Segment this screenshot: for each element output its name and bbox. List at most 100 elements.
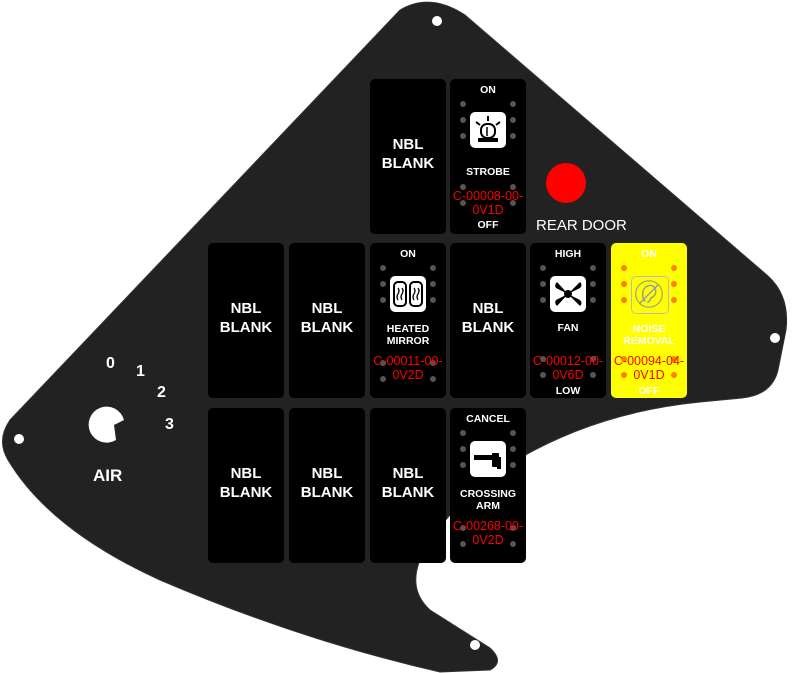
crossing-arm-icon bbox=[470, 441, 506, 477]
part-number: C-00008-00- 0V1D bbox=[452, 189, 524, 217]
led-indicator bbox=[621, 297, 627, 303]
switch-label: NBL BLANK bbox=[381, 136, 435, 172]
part-number: C-00012-00- 0V6D bbox=[532, 354, 604, 382]
switch-label: HEATED MIRROR bbox=[386, 323, 430, 347]
led-indicator bbox=[510, 117, 516, 123]
switch-strobe[interactable]: ON STROBE C-00008-00- 0V1D OFF bbox=[450, 79, 526, 234]
switch-nbl-blank[interactable]: NBL BLANK bbox=[289, 243, 365, 398]
switch-noise-removal[interactable]: ON NOISE REMOVAL C-00094-04- 0V1D OFF bbox=[611, 243, 687, 398]
led-indicator bbox=[540, 265, 546, 271]
led-indicator bbox=[621, 372, 627, 378]
air-knob[interactable] bbox=[88, 406, 124, 443]
switch-top-label: ON bbox=[400, 248, 416, 260]
led-indicator bbox=[460, 462, 466, 468]
led-indicator bbox=[380, 360, 386, 366]
switch-label: NBL BLANK bbox=[219, 465, 273, 501]
led-indicator bbox=[590, 297, 596, 303]
led-indicator bbox=[510, 184, 516, 190]
air-position-3: 3 bbox=[165, 416, 174, 433]
led-indicator bbox=[430, 281, 436, 287]
led-indicator bbox=[460, 117, 466, 123]
led-indicator bbox=[380, 297, 386, 303]
switch-label: NBL BLANK bbox=[300, 465, 354, 501]
led-indicator bbox=[671, 265, 677, 271]
switch-top-label: ON bbox=[641, 248, 657, 260]
mounting-hole bbox=[770, 333, 780, 343]
led-indicator bbox=[430, 360, 436, 366]
switch-label: CROSSING ARM bbox=[459, 488, 516, 512]
led-indicator bbox=[430, 265, 436, 271]
rear-door-button[interactable] bbox=[546, 163, 586, 203]
switch-label: NBL BLANK bbox=[219, 300, 273, 336]
led-indicator bbox=[380, 376, 386, 382]
switch-crossing-arm[interactable]: CANCEL CROSSING ARM C-00268-00- 0V2D bbox=[450, 408, 526, 563]
led-indicator bbox=[380, 265, 386, 271]
strobe-beacon-icon bbox=[470, 112, 506, 148]
air-position-2: 2 bbox=[157, 384, 166, 401]
led-indicator bbox=[460, 446, 466, 452]
led-indicator bbox=[460, 133, 466, 139]
led-indicator bbox=[621, 356, 627, 362]
part-number: C-00094-04- 0V1D bbox=[613, 354, 685, 382]
led-indicator bbox=[380, 281, 386, 287]
led-indicator bbox=[540, 281, 546, 287]
led-indicator bbox=[510, 446, 516, 452]
led-indicator bbox=[510, 462, 516, 468]
switch-label: NBL BLANK bbox=[381, 465, 435, 501]
switch-nbl-blank[interactable]: NBL BLANK bbox=[450, 243, 526, 398]
led-indicator bbox=[621, 265, 627, 271]
led-indicator bbox=[540, 372, 546, 378]
led-indicator bbox=[510, 101, 516, 107]
led-indicator bbox=[460, 430, 466, 436]
led-indicator bbox=[510, 200, 516, 206]
switch-bottom-label: OFF bbox=[638, 385, 660, 397]
switch-nbl-blank[interactable]: NBL BLANK bbox=[208, 408, 284, 563]
led-indicator bbox=[671, 281, 677, 287]
switch-nbl-blank[interactable]: NBL BLANK bbox=[370, 408, 446, 563]
led-indicator bbox=[510, 525, 516, 531]
led-indicator bbox=[460, 101, 466, 107]
heated-mirror-icon bbox=[390, 276, 426, 312]
air-position-0: 0 bbox=[106, 355, 115, 372]
switch-fan[interactable]: HIGH FAN C-00012-00- 0V6D LOW bbox=[530, 243, 606, 398]
led-indicator bbox=[460, 184, 466, 190]
led-indicator bbox=[460, 541, 466, 547]
led-indicator bbox=[430, 376, 436, 382]
led-indicator bbox=[510, 430, 516, 436]
switch-heated-mirror[interactable]: ON HEATED MIRROR C-00011-00- 0V2D bbox=[370, 243, 446, 398]
led-indicator bbox=[590, 372, 596, 378]
rear-door-label: REAR DOOR bbox=[536, 217, 627, 234]
led-indicator bbox=[540, 297, 546, 303]
led-indicator bbox=[430, 297, 436, 303]
led-indicator bbox=[540, 356, 546, 362]
mounting-hole bbox=[432, 16, 442, 26]
mounting-hole bbox=[14, 434, 24, 444]
switch-nbl-blank[interactable]: NBL BLANK bbox=[208, 243, 284, 398]
switch-label: NOISE REMOVAL bbox=[623, 323, 675, 347]
led-indicator bbox=[590, 265, 596, 271]
switch-bottom-label: OFF bbox=[477, 219, 499, 231]
fan-icon bbox=[550, 276, 586, 312]
led-indicator bbox=[621, 281, 627, 287]
ear-icon bbox=[631, 276, 669, 314]
switch-label: NBL BLANK bbox=[300, 300, 354, 336]
switch-nbl-blank[interactable]: NBL BLANK bbox=[289, 408, 365, 563]
air-position-1: 1 bbox=[136, 363, 145, 380]
switch-label: FAN bbox=[557, 322, 579, 334]
air-label: AIR bbox=[93, 466, 123, 485]
led-indicator bbox=[671, 356, 677, 362]
part-number: C-00268-00- 0V2D bbox=[452, 519, 524, 547]
switch-label: STROBE bbox=[466, 166, 510, 178]
part-number: C-00011-00- 0V2D bbox=[373, 354, 443, 382]
mounting-hole bbox=[470, 640, 480, 650]
led-indicator bbox=[510, 541, 516, 547]
led-indicator bbox=[590, 281, 596, 287]
switch-top-label: ON bbox=[480, 84, 496, 96]
led-indicator bbox=[460, 525, 466, 531]
led-indicator bbox=[671, 372, 677, 378]
switch-nbl-blank[interactable]: NBL BLANK bbox=[370, 79, 446, 234]
led-indicator bbox=[460, 200, 466, 206]
switch-label: NBL BLANK bbox=[461, 300, 515, 336]
switch-top-label: HIGH bbox=[554, 248, 582, 260]
led-indicator bbox=[510, 133, 516, 139]
